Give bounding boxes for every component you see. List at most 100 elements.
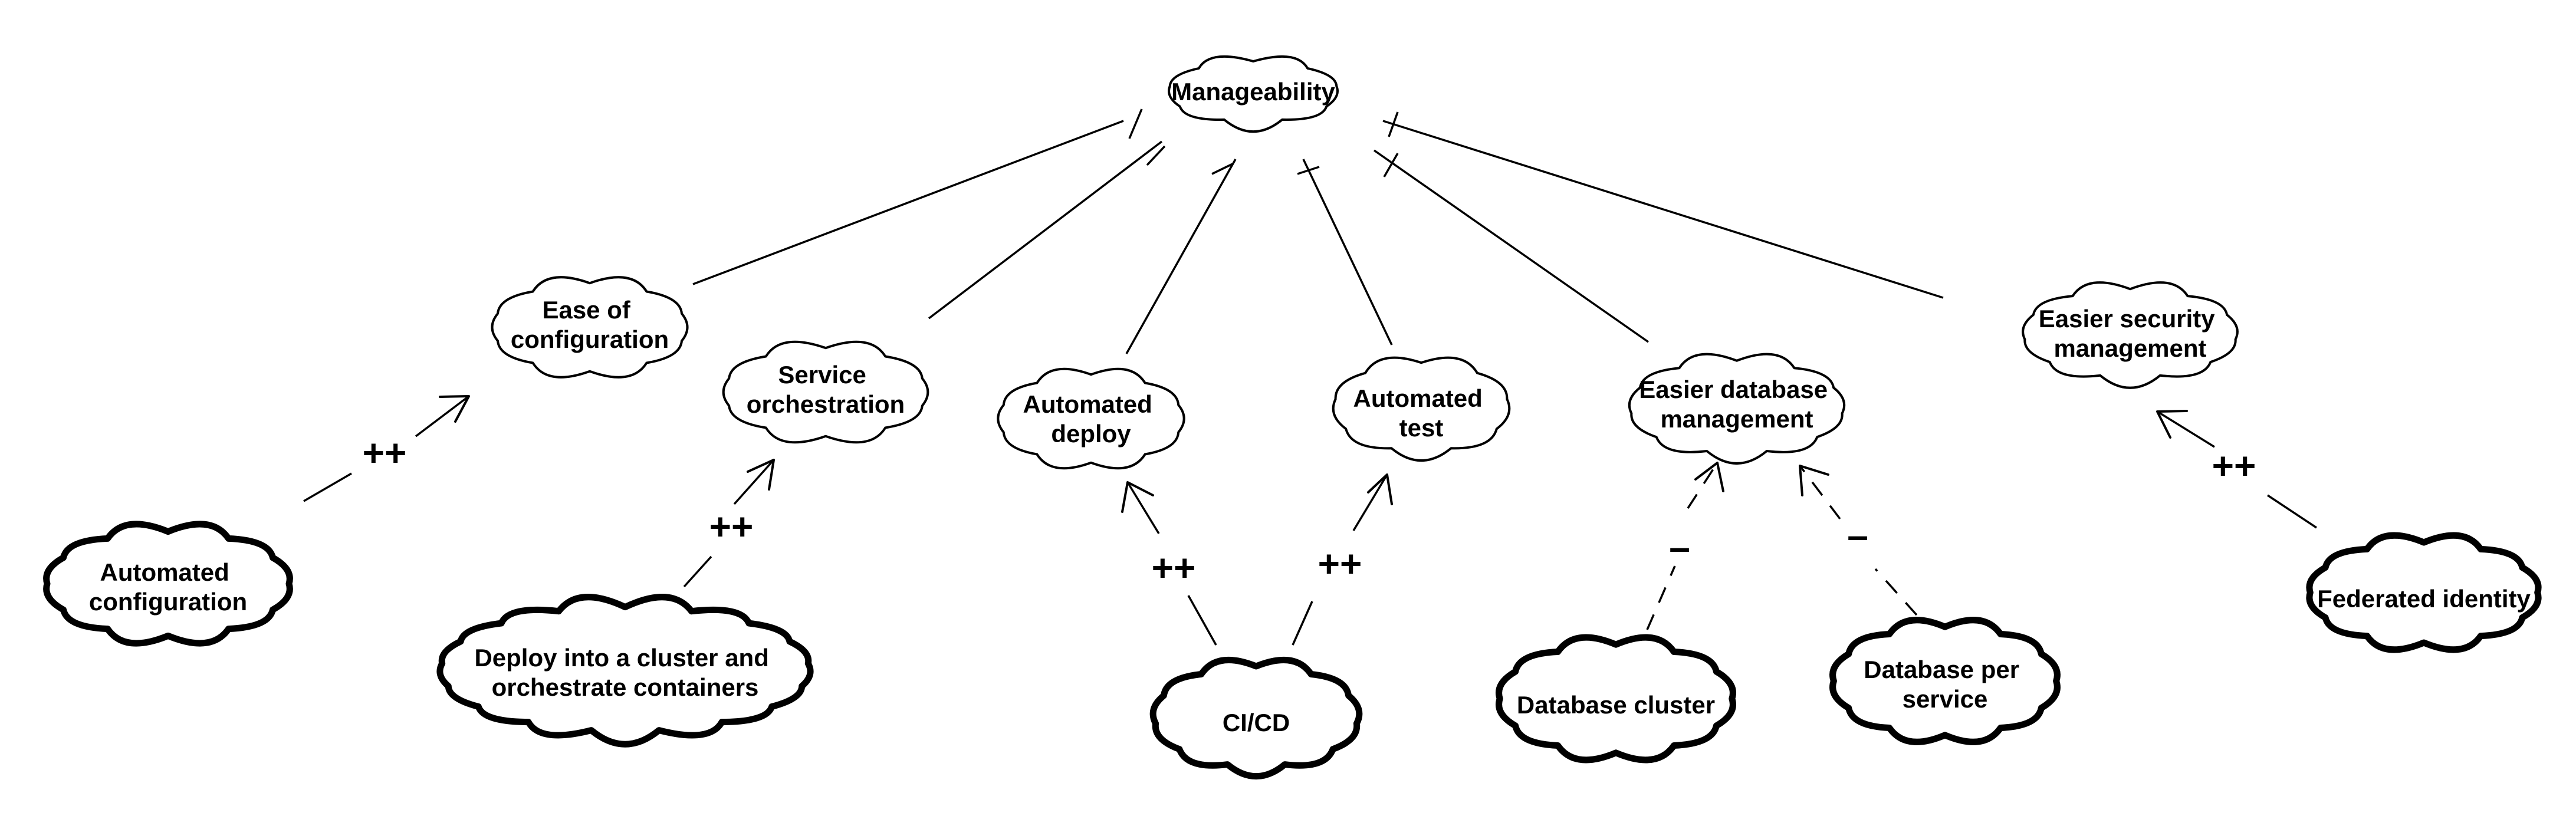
contribution-label: ++ <box>1318 542 1362 585</box>
contribution-label: ++ <box>709 505 754 548</box>
contribution-label: – <box>1847 514 1868 557</box>
goal-label: Automated deploy <box>1023 390 1159 448</box>
goal-label-line: Automated <box>100 558 229 586</box>
goal-label-line: Easier database <box>1639 376 1828 403</box>
contribution-line <box>1126 482 1160 534</box>
contribution-line <box>683 555 712 588</box>
contribution-line <box>1874 568 1918 616</box>
contribution-line <box>2267 494 2317 529</box>
cloud-outline <box>722 340 929 444</box>
contribution-links <box>303 395 2317 646</box>
contribution-labels: ++ ++ ++ ++ – – ++ <box>363 432 2256 589</box>
goal-label-line: orchestration <box>747 390 905 418</box>
goal-label: Easier security management <box>2039 305 2222 362</box>
goal-label-line: Service <box>778 361 866 389</box>
link-easier-security-management <box>1382 120 1944 299</box>
contribution-line <box>1687 462 1719 509</box>
arrowhead <box>1367 473 1393 505</box>
arrowhead <box>1694 462 1724 492</box>
arrowhead <box>439 395 470 423</box>
contribution-line <box>1292 601 1313 646</box>
goal-label-line: configuration <box>511 325 669 353</box>
link-ease-of-configuration <box>692 120 1124 285</box>
cloud-outline <box>2306 532 2542 653</box>
goal-label-line: deploy <box>1051 420 1131 448</box>
decomposition-links <box>692 120 1944 354</box>
tick-mark <box>1146 145 1166 166</box>
cloud-outline <box>1149 656 1363 779</box>
link-easier-database-management <box>1373 149 1650 343</box>
link-service-orchestration <box>928 140 1163 320</box>
contribution-line <box>733 459 775 505</box>
goal-label-line: Easier security <box>2039 305 2216 333</box>
contribution-line <box>415 395 470 437</box>
goal-label: Automated test <box>1353 384 1489 442</box>
goal-label-line: orchestrate containers <box>492 673 759 701</box>
goal-label: Service orchestration <box>747 361 905 418</box>
contribution-label: ++ <box>1152 547 1196 589</box>
contribution-label: – <box>1669 526 1690 568</box>
goal-label-line: Automated <box>1353 384 1482 412</box>
cloud-outline <box>2022 281 2239 389</box>
softgoal-easier-database-management: Easier database management <box>1628 353 1846 465</box>
arrowhead <box>2156 410 2188 439</box>
link-automated-deploy <box>1125 159 1237 354</box>
softgoal-manageability: Manageability <box>1168 55 1339 133</box>
goal-label-line: Database per <box>1864 656 2019 683</box>
goal-label-line: service <box>1903 685 1988 713</box>
goal-label: CI/CD <box>1223 709 1290 736</box>
decomposition-ticks <box>1128 108 1399 177</box>
contribution-label: ++ <box>2212 445 2256 487</box>
cloud-outline <box>1628 353 1846 465</box>
softgoal-automated-test: Automated test <box>1332 356 1511 462</box>
operationalization-federated-identity: Federated identity <box>2306 532 2542 653</box>
arrowhead <box>1121 481 1154 513</box>
cloud-outline <box>1829 617 2061 745</box>
goal-label: Database per service <box>1864 656 2026 713</box>
tick-mark <box>1388 111 1399 137</box>
tick-mark <box>1211 163 1233 175</box>
cloud-outline <box>997 367 1185 470</box>
contribution-line <box>303 472 352 502</box>
contribution-line <box>1646 565 1676 630</box>
cloud-outline <box>1332 356 1511 462</box>
goal-label: Easier database management <box>1639 376 1835 433</box>
goal-label-line: configuration <box>89 588 247 616</box>
link-automated-test <box>1302 159 1393 346</box>
operationalization-automated-configuration: Automated configuration <box>43 521 293 647</box>
goal-label: Deploy into a cluster and orchestrate co… <box>474 644 776 701</box>
softgoal-automated-deploy: Automated deploy <box>997 367 1185 470</box>
goal-label-line: management <box>1660 405 1813 433</box>
cloud-outline <box>43 521 293 647</box>
tick-mark <box>1128 108 1143 139</box>
operationalization-deploy-cluster: Deploy into a cluster and orchestrate co… <box>436 594 814 748</box>
tick-mark <box>1297 166 1320 175</box>
contribution-line <box>2157 410 2215 448</box>
softgoal-easier-security-management: Easier security management <box>2022 281 2239 389</box>
goal-label: Manageability <box>1171 78 1335 106</box>
goal-label-line: management <box>2053 334 2206 362</box>
arrowhead <box>1799 465 1829 496</box>
goal-label: Automated configuration <box>89 558 247 616</box>
contribution-label: ++ <box>363 432 407 474</box>
goal-label: Federated identity <box>2317 585 2531 613</box>
goal-label-line: Deploy into a cluster and <box>474 644 768 672</box>
goal-label: Database cluster <box>1517 691 1715 719</box>
operationalization-ci-cd: CI/CD <box>1149 656 1363 779</box>
contribution-line <box>1187 595 1217 646</box>
softgoal-ease-of-configuration: Ease of configuration <box>491 276 689 379</box>
goal-label-line: Ease of <box>542 296 630 324</box>
contribution-line <box>1799 465 1841 520</box>
cloud-outline <box>491 276 689 379</box>
goal-label-line: Automated <box>1023 390 1152 418</box>
softgoal-service-orchestration: Service orchestration <box>722 340 929 444</box>
cloud-outline <box>1496 634 1736 764</box>
arrowhead <box>747 459 775 491</box>
tick-mark <box>1383 153 1399 177</box>
operationalization-database-cluster: Database cluster <box>1496 634 1736 764</box>
cloud-outline <box>1168 55 1339 133</box>
contribution-line <box>1352 474 1388 531</box>
cloud-outline <box>436 594 814 748</box>
goal-label: Ease of configuration <box>511 296 669 353</box>
